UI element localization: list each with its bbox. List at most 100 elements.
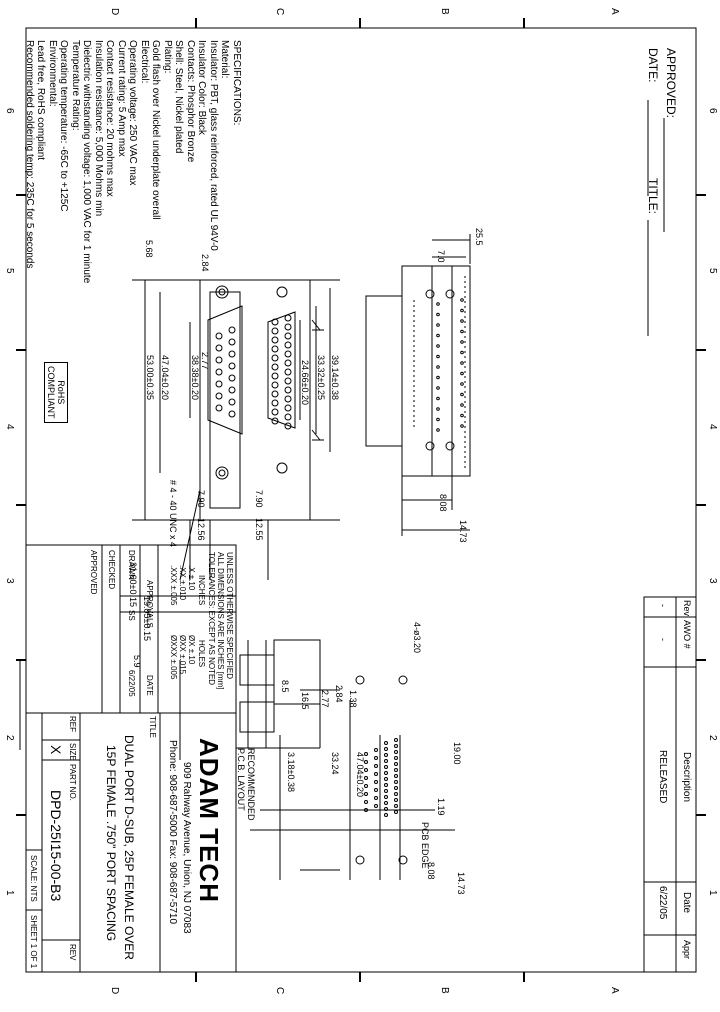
dim-end-3-18: 3.18±0.38 bbox=[286, 752, 296, 792]
dim-pcb-14-73: 14.73 bbox=[456, 872, 466, 895]
contact-25p bbox=[284, 404, 292, 412]
pcb-hole bbox=[364, 784, 368, 788]
spec-line: Material: bbox=[219, 40, 231, 79]
spec-line: Temperature Rating: bbox=[70, 40, 81, 131]
contact-15p bbox=[228, 386, 236, 394]
dim-pcb-2-84: 2.84 bbox=[334, 685, 344, 703]
contact-25p bbox=[284, 422, 292, 430]
contact-25p bbox=[284, 359, 292, 367]
side-pin bbox=[460, 361, 464, 365]
pcb-hole bbox=[394, 792, 398, 796]
rev-hdr-date: Date bbox=[681, 892, 692, 914]
pcb-hole bbox=[384, 789, 388, 793]
contact-15p bbox=[215, 380, 223, 388]
side-pin bbox=[460, 371, 464, 376]
side-pin bbox=[436, 396, 440, 401]
pcb-hole bbox=[394, 756, 398, 760]
dim-front-39-14: 39.14±0.38 bbox=[330, 355, 340, 400]
side-pin bbox=[436, 386, 440, 390]
contact-15p bbox=[215, 344, 223, 352]
dim-pcb-33-24: 33.24 bbox=[330, 752, 340, 775]
contact-25p bbox=[284, 332, 292, 340]
side-pin bbox=[436, 302, 440, 306]
contact-25p bbox=[271, 417, 279, 425]
rev-val-description: RELEASED bbox=[657, 750, 668, 804]
dim-front-7-90-a: 7.90 bbox=[254, 490, 264, 508]
side-pin bbox=[436, 407, 440, 411]
contact-15p bbox=[228, 326, 236, 334]
approved-row-label: APPROVED bbox=[89, 550, 98, 595]
tol-line-2: ALL DIMENSIONS ARE INCHES [mm] bbox=[216, 552, 225, 690]
contact-25p bbox=[284, 386, 292, 394]
company-name: ADAM TECH bbox=[194, 738, 224, 903]
dim-side-7-0: 7.0 bbox=[436, 250, 446, 263]
tol-line-3: TOLERANCES: EXCEPT AS NOTED bbox=[207, 552, 216, 686]
side-pin bbox=[436, 375, 440, 380]
contact-25p bbox=[284, 314, 292, 322]
contact-25p bbox=[284, 368, 292, 376]
side-pin bbox=[436, 365, 440, 369]
pcb-hole bbox=[384, 801, 388, 805]
side-pin bbox=[436, 333, 440, 338]
front-view bbox=[132, 279, 340, 581]
dim-side-25-5: 25.5 bbox=[474, 228, 484, 246]
dim-pcb-1-38: 1.38 bbox=[348, 690, 358, 708]
date-hdr-label: DATE bbox=[145, 675, 154, 696]
dim-front-2-77: 2.77 bbox=[200, 352, 210, 370]
pcb-hole bbox=[394, 774, 398, 778]
side-pin bbox=[436, 312, 440, 317]
contact-25p bbox=[271, 363, 279, 371]
tol-inches: INCHES bbox=[197, 575, 206, 606]
zone-col-2-top: 2 bbox=[707, 735, 718, 741]
company-address: 909 Rahway Avenue, Union, NJ 07083 bbox=[181, 762, 192, 934]
part-number: DPD-25I15-00-B3 bbox=[48, 790, 64, 902]
side-pin bbox=[460, 424, 464, 428]
pcb-hole bbox=[364, 752, 368, 756]
rohs-line1: RoHS bbox=[56, 380, 66, 405]
tol-xx: .XX ±.010 bbox=[178, 565, 187, 601]
dim-front-5-68: 5.68 bbox=[144, 240, 154, 258]
pcb-caption-1: RECOMMENDED bbox=[246, 748, 256, 821]
size-label: SIZE bbox=[68, 743, 77, 761]
specifications: SPECIFICATIONS: Material: Insulator: PBT… bbox=[24, 40, 242, 283]
side-pin bbox=[436, 344, 440, 348]
zone-col-2-bottom: 2 bbox=[4, 735, 15, 741]
contact-25p bbox=[271, 327, 279, 335]
zone-ticks bbox=[16, 18, 706, 982]
spec-line: Current rating: 5 Amp max bbox=[116, 40, 127, 157]
side-pin bbox=[460, 382, 464, 386]
spec-line: Shell: Steel, Nickel plated bbox=[173, 40, 185, 154]
contact-25p bbox=[284, 341, 292, 349]
pcb-hole bbox=[374, 796, 378, 800]
side-pin bbox=[460, 413, 464, 418]
pcb-hole bbox=[374, 788, 378, 792]
dim-pcb-47-04: 47.04±0.20 bbox=[355, 752, 365, 797]
side-pin bbox=[460, 340, 464, 344]
zone-row-c-left: C bbox=[274, 8, 285, 16]
contact-25p bbox=[271, 390, 279, 398]
date-label: DATE: bbox=[646, 48, 660, 83]
contact-25p bbox=[271, 354, 279, 362]
zone-col-4-top: 4 bbox=[707, 424, 718, 430]
contact-25p bbox=[271, 372, 279, 380]
rohs-line2: COMPLIANT bbox=[46, 366, 56, 419]
side-pin bbox=[436, 323, 440, 327]
contact-25p bbox=[271, 399, 279, 407]
contact-15p bbox=[215, 392, 223, 400]
side-pin bbox=[460, 329, 464, 334]
pcb-hole bbox=[384, 759, 388, 763]
side-pin bbox=[460, 403, 464, 407]
rev-label: REV bbox=[68, 944, 77, 961]
contact-25p bbox=[284, 395, 292, 403]
zone-row-a-left: A bbox=[609, 8, 620, 15]
contact-25p bbox=[284, 413, 292, 421]
spec-line: Insulation resistance: 5,000 Mohms min bbox=[93, 40, 104, 217]
pcb-hole bbox=[394, 804, 398, 808]
drawn-by: SS bbox=[127, 610, 136, 621]
contact-25p bbox=[271, 381, 279, 389]
rev-hdr-description: Description bbox=[681, 752, 692, 803]
pcb-hole bbox=[384, 747, 388, 751]
drawn-date: 6/22/05 bbox=[127, 670, 136, 697]
pcb-hole bbox=[364, 768, 368, 772]
